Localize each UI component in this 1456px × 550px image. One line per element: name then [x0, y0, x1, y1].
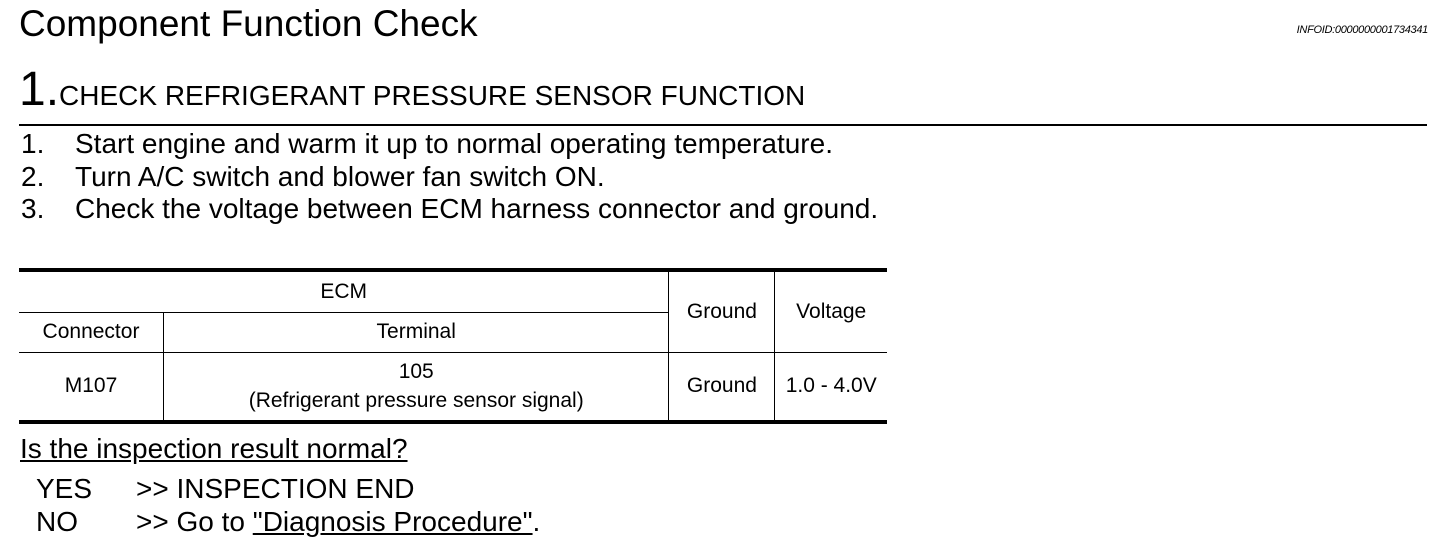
page-title: Component Function Check	[19, 3, 478, 44]
terminal-header: Terminal	[162, 311, 669, 353]
list-item-number: 2.	[21, 160, 45, 192]
list-item-text: Check the voltage between ECM harness co…	[75, 193, 879, 224]
answer-list: YES >> INSPECTION END NO >> Go to "Diagn…	[36, 472, 540, 538]
heading-divider	[19, 124, 1427, 126]
voltage-header: Voltage	[774, 268, 887, 353]
list-item: 3. Check the voltage between ECM harness…	[21, 193, 878, 226]
voltage-check-table: ECM Ground Voltage Connector Terminal M1…	[19, 268, 887, 424]
answer-no: NO >> Go to "Diagnosis Procedure".	[36, 505, 540, 538]
answer-no-key: NO	[36, 506, 78, 537]
list-item-text: Turn A/C switch and blower fan switch ON…	[75, 160, 605, 192]
list-item: 1. Start engine and warm it up to normal…	[21, 128, 878, 161]
list-item-number: 3.	[21, 193, 45, 224]
voltage-cell: 1.0 - 4.0V	[774, 351, 887, 424]
list-item-text: Start engine and warm it up to normal op…	[75, 128, 833, 159]
ecm-group-header: ECM	[19, 268, 670, 313]
terminal-cell: 105 (Refrigerant pressure sensor signal)	[162, 351, 670, 424]
answer-no-suffix: .	[532, 506, 541, 537]
answer-yes: YES >> INSPECTION END	[36, 472, 540, 505]
step-title: CHECK REFRIGERANT PRESSURE SENSOR FUNCTI…	[59, 80, 806, 111]
connector-cell: M107	[19, 351, 164, 424]
ground-cell: Ground	[668, 351, 776, 424]
answer-yes-text: >> INSPECTION END	[136, 473, 415, 504]
list-item: 2. Turn A/C switch and blower fan switch…	[21, 161, 878, 194]
terminal-description: (Refrigerant pressure sensor signal)	[248, 389, 584, 413]
inspection-question: Is the inspection result normal?	[20, 433, 408, 464]
ground-header: Ground	[668, 268, 776, 353]
info-id: INFOID:0000000001734341	[1296, 24, 1429, 36]
step-number: 1.	[19, 63, 60, 116]
connector-header: Connector	[19, 311, 164, 353]
instruction-list: 1. Start engine and warm it up to normal…	[21, 128, 878, 226]
table-row: M107 105 (Refrigerant pressure sensor si…	[19, 351, 887, 424]
step-heading: 1.CHECK REFRIGERANT PRESSURE SENSOR FUNC…	[19, 64, 805, 116]
terminal-number: 105	[398, 360, 434, 384]
answer-yes-key: YES	[36, 473, 93, 504]
diagnosis-procedure-link[interactable]: "Diagnosis Procedure"	[252, 506, 533, 537]
list-item-number: 1.	[21, 128, 45, 159]
answer-no-prefix: >> Go to	[136, 506, 253, 537]
